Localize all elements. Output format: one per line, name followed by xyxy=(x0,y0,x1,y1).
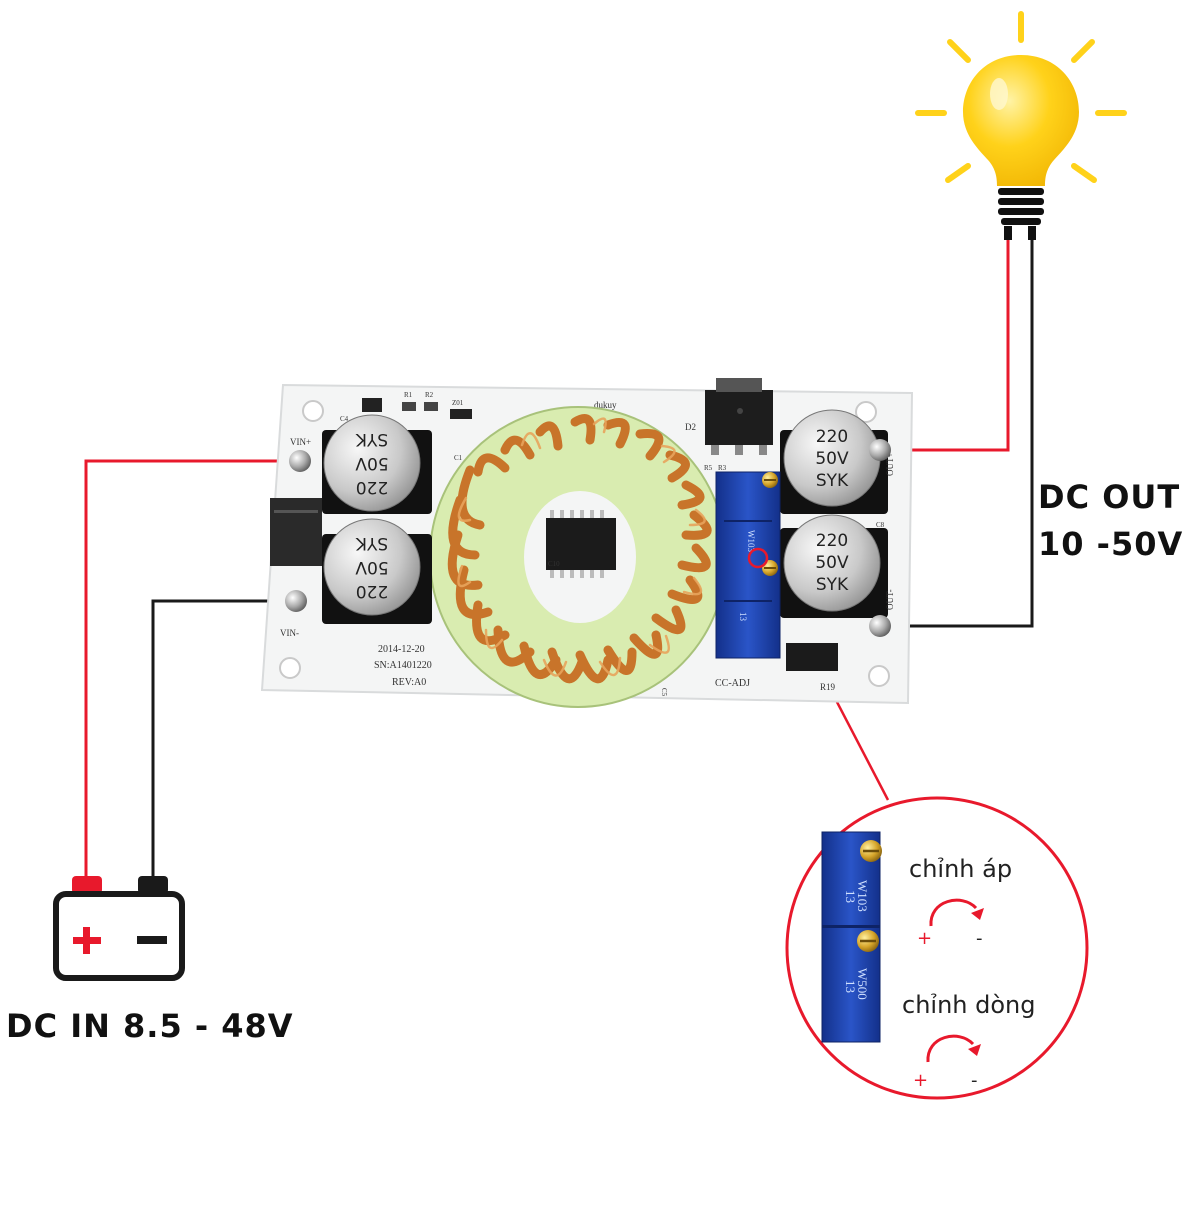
current-adjust-label: chỉnh dòng xyxy=(902,991,1036,1019)
zoom-pot-bottom-text: W500 xyxy=(855,968,870,1000)
ref-c8: C8 xyxy=(876,521,885,529)
out-minus-label: OUT- xyxy=(885,589,895,610)
capacitor-output-top: 220 50V SYK xyxy=(780,409,888,514)
ref-r5: R5 xyxy=(704,464,713,472)
out-positive-terminal[interactable] xyxy=(869,439,891,461)
diode-r19 xyxy=(786,643,838,671)
vin-positive-terminal[interactable] xyxy=(289,450,311,472)
cap-brand: SYK xyxy=(816,575,849,595)
potentiometer-zoom-callout: W103 13 W500 13 chỉnh áp + - chỉnh dòng … xyxy=(785,796,1089,1100)
out-negative-terminal[interactable] xyxy=(869,615,891,637)
capacitor-input-top: 220 50V SYK xyxy=(322,414,432,514)
zener-z01 xyxy=(450,409,472,419)
pot-text-top: W103 xyxy=(746,530,756,552)
vin-negative-terminal[interactable] xyxy=(285,590,307,612)
ref-r19: R19 xyxy=(820,682,836,692)
board-date: 2014-12-20 xyxy=(378,644,425,655)
mounting-hole xyxy=(302,400,324,422)
output-negative-wire xyxy=(880,238,1034,628)
mounting-hole xyxy=(855,401,877,423)
current-minus-sign: - xyxy=(971,1070,978,1091)
input-negative-wire xyxy=(151,599,296,878)
transistor-q1 xyxy=(362,398,382,412)
ref-z01: Z01 xyxy=(452,399,464,407)
current-plus-sign: + xyxy=(913,1070,928,1091)
ref-r2: R2 xyxy=(425,391,434,399)
resistor-r1 xyxy=(402,402,416,411)
cap-value: 220 xyxy=(356,581,388,601)
mounting-hole xyxy=(279,657,301,679)
vin-plus-label: VIN+ xyxy=(290,437,311,447)
light-bulb-icon xyxy=(915,11,1127,240)
ref-r3: R3 xyxy=(718,464,727,472)
pot-num: 13 xyxy=(738,612,748,622)
dc-out-label-line1: DC OUT xyxy=(1038,478,1180,516)
ref-c5: C5 xyxy=(660,688,668,697)
input-positive-wire xyxy=(84,459,300,878)
board-revision: REV:A0 xyxy=(392,677,426,688)
capacitor-output-bottom: 220 50V SYK xyxy=(780,514,888,618)
rotate-clockwise-icon xyxy=(929,898,978,927)
boost-converter-board: D1 R1 R2 Z01 C4 D2 dukuy xyxy=(260,378,914,708)
potentiometer-block: W103 13 xyxy=(715,471,781,659)
capacitor-input-bottom: 220 50V SYK xyxy=(322,518,432,624)
toroid-inductor: C10 xyxy=(429,406,727,708)
voltage-minus-sign: - xyxy=(976,928,983,949)
rotate-clockwise-icon xyxy=(926,1034,975,1063)
controller-ic xyxy=(546,518,616,570)
zoom-pot-top-num: 13 xyxy=(843,890,858,903)
cap-voltage: 50V xyxy=(355,557,389,577)
regulator-package xyxy=(705,390,773,445)
cap-brand: SYK xyxy=(355,533,388,553)
board-brand-label: dukuy xyxy=(594,400,617,410)
cap-brand: SYK xyxy=(355,429,388,449)
output-positive-wire xyxy=(880,238,1010,452)
ref-c4: C4 xyxy=(340,415,349,423)
cc-adj-label: CC-ADJ xyxy=(715,678,750,689)
cap-value: 220 xyxy=(816,531,848,551)
cap-voltage: 50V xyxy=(815,553,849,573)
ref-c10: C10 xyxy=(548,560,560,568)
diode-d1 xyxy=(270,498,322,566)
resistor-r2 xyxy=(424,402,438,411)
mounting-hole xyxy=(868,665,890,687)
cap-voltage: 50V xyxy=(355,453,389,473)
vin-minus-label: VIN- xyxy=(280,628,299,638)
cap-voltage: 50V xyxy=(815,449,849,469)
pot-highlight-ring xyxy=(747,547,769,569)
board-serial: SN:A1401220 xyxy=(374,660,432,671)
cap-brand: SYK xyxy=(816,471,849,491)
zoom-pot-bottom-num: 13 xyxy=(843,980,858,993)
cap-value: 220 xyxy=(356,477,388,497)
ref-d2: D2 xyxy=(685,422,696,432)
ref-r1: R1 xyxy=(404,391,413,399)
ref-c1: C1 xyxy=(454,454,463,462)
dc-in-label: DC IN 8.5 - 48V xyxy=(6,1007,294,1045)
out-plus-label: OUT+ xyxy=(885,452,895,476)
dc-out-label-line2: 10 -50V xyxy=(1038,525,1183,563)
cap-value: 220 xyxy=(816,427,848,447)
zoom-pot-top-text: W103 xyxy=(855,880,870,912)
voltage-plus-sign: + xyxy=(917,928,932,949)
battery-icon xyxy=(53,876,185,981)
voltage-adjust-label: chỉnh áp xyxy=(909,855,1012,883)
